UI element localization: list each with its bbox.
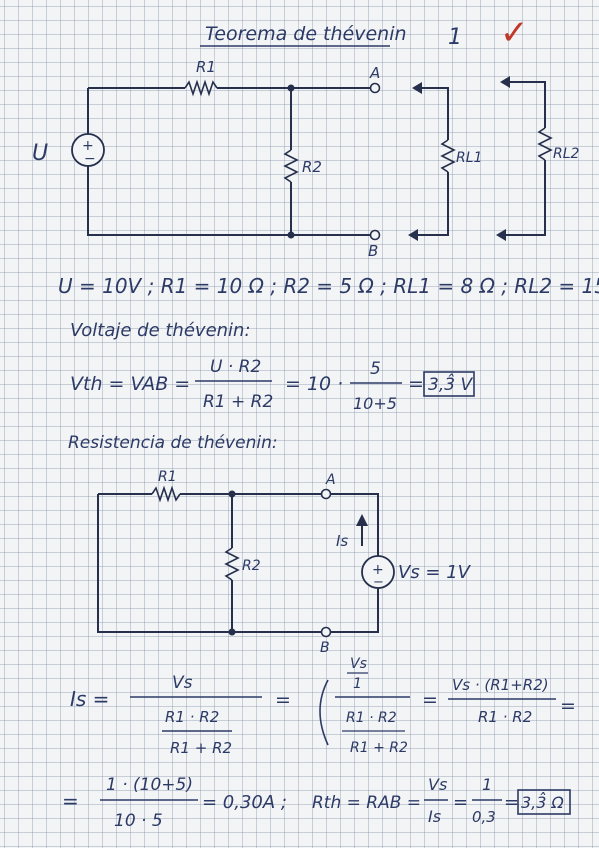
resistance-heading: Resistencia de thévenin: (68, 433, 278, 453)
node-a-label: A (369, 64, 380, 82)
vth-result: 3,3̂ V (428, 372, 473, 395)
final-frac-den: 10 · 5 (114, 811, 163, 831)
vth-equals: = (408, 373, 424, 395)
final-frac3-num: 1 (482, 775, 492, 794)
is-num2-bot: 1 (353, 676, 362, 692)
circuit2-r1-label: R1 (158, 469, 177, 485)
voltage-heading: Voltaje de thévenin: (70, 320, 251, 341)
checkmark-icon: ✓ (500, 13, 529, 53)
final-result: 3,3̂ Ω (521, 792, 565, 812)
test-source-label: Vs = 1V (398, 562, 472, 583)
given-values: U = 10V ; R1 = 10 Ω ; R2 = 5 Ω ; RL1 = 8… (58, 274, 599, 298)
terminal-b (369, 229, 381, 241)
test-source-icon (361, 555, 395, 589)
circuit-1: + − U R1 R2 A B RL1 RL2 (32, 58, 580, 260)
final-result-box (517, 789, 571, 815)
source-minus-sign: − (84, 151, 96, 167)
final-lead: = (62, 789, 79, 813)
circuit2-node-bottom (228, 628, 236, 636)
circuit1-wire-bottom-left (87, 88, 370, 236)
node-b-label: B (368, 242, 378, 260)
circuit2-r2-label: R2 (242, 558, 261, 574)
vth-frac2-num: 5 (370, 359, 381, 379)
is-den2-num: R1 · R2 (346, 710, 397, 726)
rl1-arrow-bottom-icon (408, 229, 418, 241)
circuit2-terminal-b (320, 626, 332, 638)
is-den2-den: R1 + R2 (350, 740, 408, 756)
circuit2-r1-resistor (151, 485, 181, 503)
is-equation: Is = Vs R1 · R2 R1 + R2 = Vs 1 R1 · R2 R… (70, 656, 576, 757)
is-den-den: R1 + R2 (170, 739, 232, 757)
final-frac-num: 1 · (10+5) (106, 775, 193, 795)
rl2-wire-top (510, 81, 546, 128)
r1-label: R1 (196, 58, 216, 76)
is-frac3-den: R1 · R2 (478, 708, 532, 726)
circuit2-wire-source-bottom (331, 588, 379, 633)
r1-resistor (184, 79, 218, 97)
vth-frac1-den: R1 + R2 (203, 392, 273, 412)
rl2-arrow-bottom-icon (496, 229, 506, 241)
current-arrow-icon (356, 514, 368, 526)
final-current: = 0,30A ; (202, 792, 287, 813)
terminal-a (369, 82, 381, 94)
is-eq2: = (275, 689, 291, 711)
vth-mid: = 10 · (285, 373, 343, 395)
is-frac3-num: Vs · (R1+R2) (452, 676, 549, 694)
rl1-label: RL1 (456, 150, 482, 166)
rl2-label: RL2 (553, 146, 580, 162)
final-equation: = 1 · (10+5) 10 · 5 = 0,30A ; Rth = RAB … (62, 775, 571, 831)
source-label: U (32, 141, 48, 166)
node-dot-top (287, 84, 295, 92)
rl1-resistor (440, 139, 456, 173)
rl1-wire-top (420, 87, 449, 140)
vth-result-box (423, 371, 475, 397)
test-source-minus: − (373, 575, 384, 590)
circuit2-node-b: B (320, 640, 330, 656)
final-eq: = (453, 792, 468, 813)
is-lhs: Is = (70, 687, 109, 711)
r2-resistor (283, 149, 299, 183)
final-frac2-den: Is (428, 807, 441, 826)
circuit2-node-top (228, 490, 236, 498)
r2-label: R2 (302, 158, 322, 176)
circuit2-r2-resistor (224, 547, 240, 581)
test-source-plus: + (372, 562, 384, 578)
rl2-arrow-top-icon (500, 76, 510, 88)
circuit2-wire-left (97, 494, 322, 633)
is-num2-top: Vs (350, 656, 367, 672)
is-bracket (319, 679, 329, 746)
vth-frac2-den: 10+5 (353, 394, 397, 413)
rl1-wire-bottom (416, 172, 449, 236)
circuit2-wire-source-top (331, 493, 379, 556)
rl2-resistor (537, 127, 553, 161)
circuit2-terminal-a (320, 488, 332, 500)
is-eq3: = (422, 689, 438, 711)
rl2-wire-bottom (505, 160, 546, 236)
circuit-2: + − R1 R2 A B Is Vs = 1V (97, 469, 472, 656)
is-eq4: = (560, 695, 576, 717)
vth-equation: Vth = VAB = U · R2 R1 + R2 = 10 · 5 10+5… (70, 357, 475, 413)
circuit2-node-a: A (325, 472, 336, 488)
source-plus-sign: + (82, 138, 94, 154)
final-frac2-num: Vs (428, 775, 447, 794)
is-den-num: R1 · R2 (165, 708, 219, 726)
voltage-source-icon (71, 133, 105, 167)
final-rth: Rth = RAB = (312, 793, 421, 813)
vth-frac1-num: U · R2 (210, 357, 261, 377)
final-equals-sign: = (504, 792, 519, 813)
current-label: Is (336, 532, 348, 550)
node-dot-bottom (287, 231, 295, 239)
rl1-arrow-top-icon (412, 82, 422, 94)
vth-lhs: Vth = VAB = (70, 373, 190, 395)
is-num: Vs (172, 673, 193, 693)
page-number: 1 (448, 25, 462, 50)
final-frac3-den: 0,3 (472, 808, 496, 826)
page-title: Teorema de thévenin (205, 23, 407, 45)
